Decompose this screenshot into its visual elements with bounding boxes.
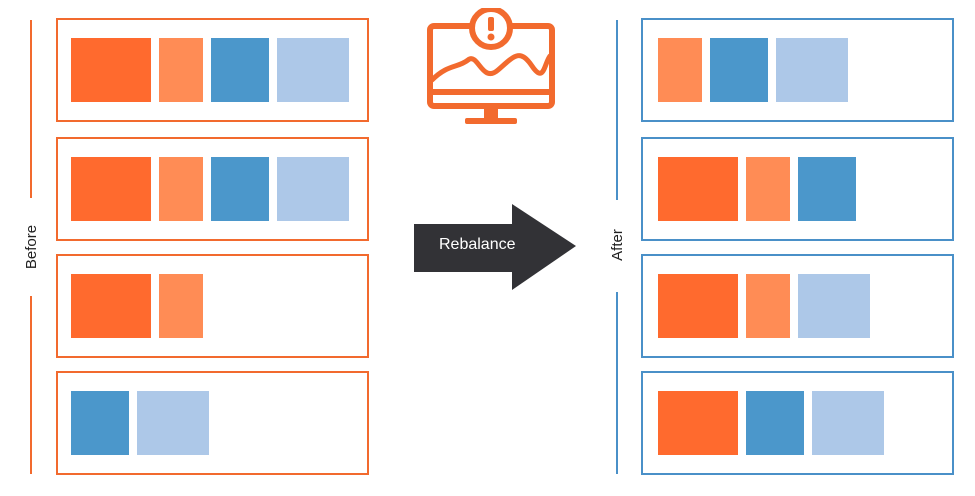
after-row-1-block-light-blue xyxy=(776,38,848,102)
after-row-4-block-light-blue xyxy=(812,391,884,455)
before-row-4-block-light-blue xyxy=(137,391,209,455)
rebalance-arrow-icon xyxy=(414,204,576,290)
before-row-2-block-dark-blue xyxy=(211,157,269,221)
after-row-2-block-light-orange xyxy=(746,157,790,221)
after-row-3-block-light-orange xyxy=(746,274,790,338)
after-row-1-block-light-orange xyxy=(658,38,702,102)
before-row-4 xyxy=(56,371,369,475)
before-label: Before xyxy=(23,220,42,274)
before-row-3-block-light-orange xyxy=(159,274,203,338)
before-row-2-block-light-blue xyxy=(277,157,349,221)
after-line-bottom xyxy=(616,292,618,474)
after-row-3-block-dark-orange xyxy=(658,274,738,338)
before-row-4-block-dark-blue xyxy=(71,391,129,455)
before-row-1-block-dark-blue xyxy=(211,38,269,102)
rebalance-label: Rebalance xyxy=(439,236,516,253)
after-label: After xyxy=(608,225,627,265)
after-row-3-block-light-blue xyxy=(798,274,870,338)
after-row-4 xyxy=(641,371,954,475)
before-row-3-block-dark-orange xyxy=(71,274,151,338)
before-row-2-block-dark-orange xyxy=(71,157,151,221)
after-row-4-block-dark-blue xyxy=(746,391,804,455)
before-row-3 xyxy=(56,254,369,358)
after-row-1-block-dark-blue xyxy=(710,38,768,102)
after-row-2 xyxy=(641,137,954,241)
before-row-2-block-light-orange xyxy=(159,157,203,221)
after-row-2-block-dark-orange xyxy=(658,157,738,221)
before-row-2 xyxy=(56,137,369,241)
before-line-top xyxy=(30,20,32,198)
after-row-4-block-dark-orange xyxy=(658,391,738,455)
after-row-1 xyxy=(641,18,954,122)
before-row-1-block-dark-orange xyxy=(71,38,151,102)
after-row-3 xyxy=(641,254,954,358)
before-row-1-block-light-orange xyxy=(159,38,203,102)
before-line-bottom xyxy=(30,296,32,474)
before-row-1-block-light-blue xyxy=(277,38,349,102)
before-row-1 xyxy=(56,18,369,122)
after-line-top xyxy=(616,20,618,200)
after-row-2-block-dark-blue xyxy=(798,157,856,221)
monitor-alert-icon xyxy=(427,8,555,124)
